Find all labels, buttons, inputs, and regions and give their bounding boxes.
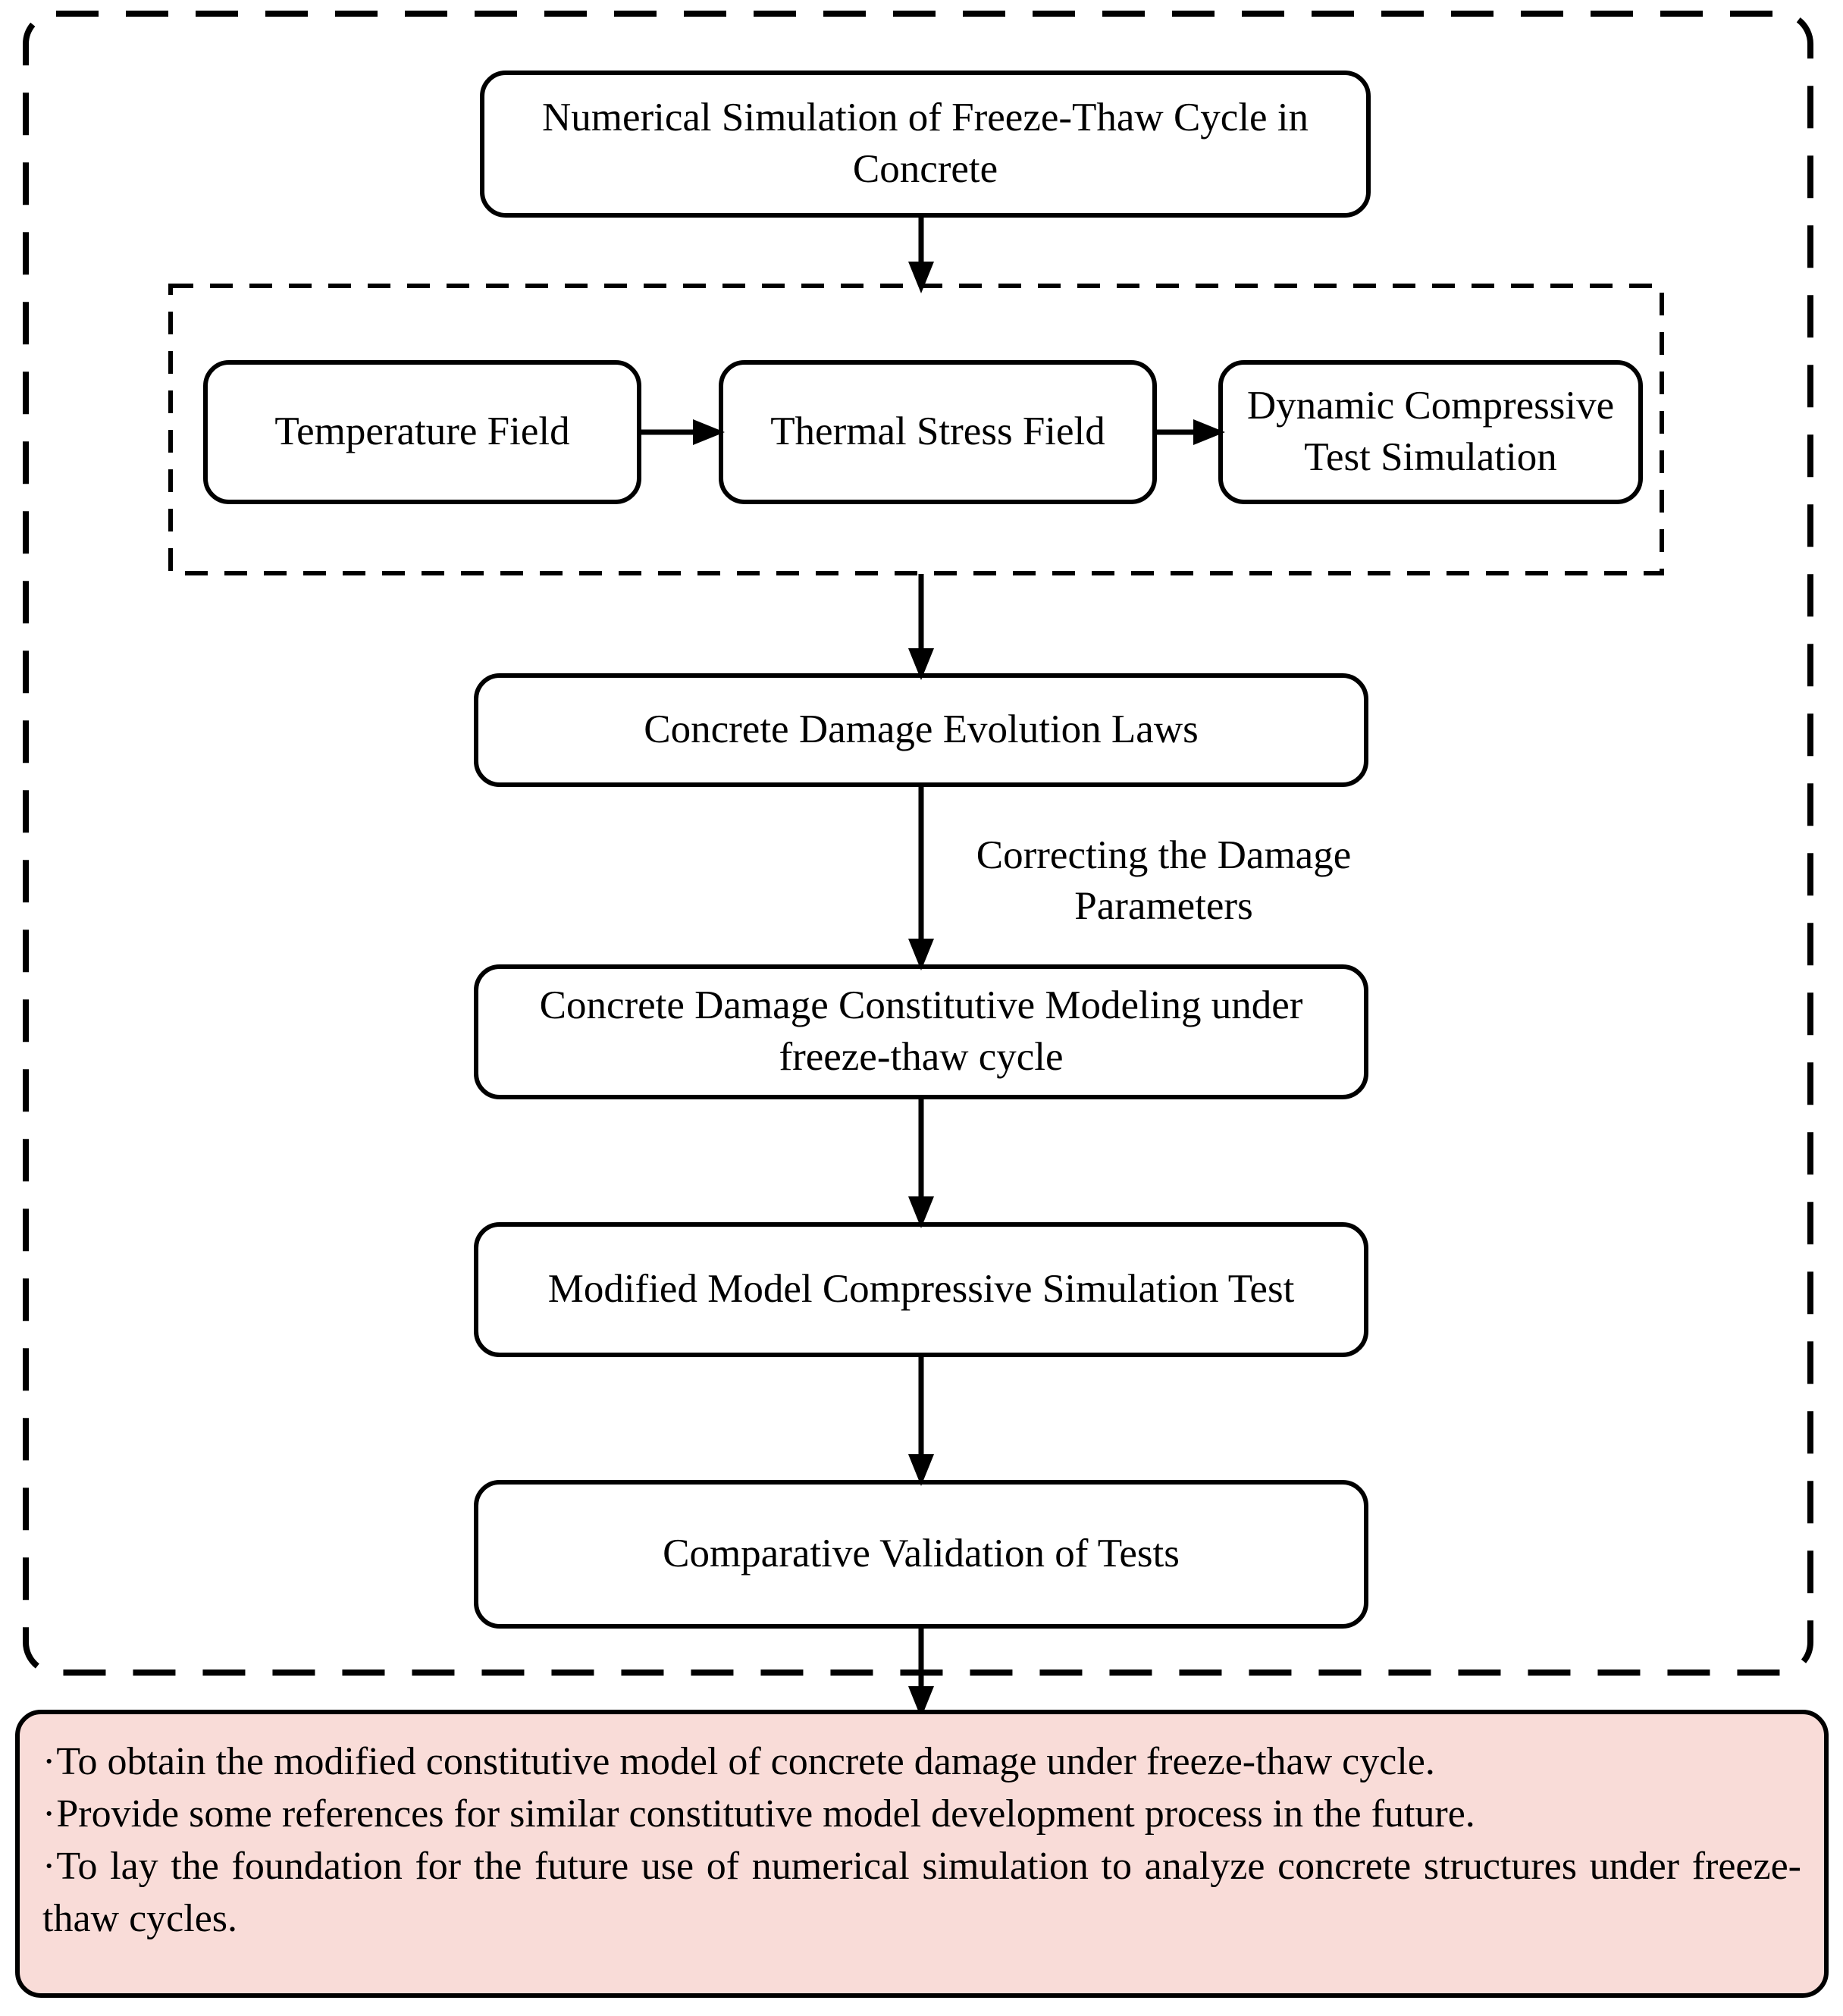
outcome-item-2: ·Provide some references for similar con… — [42, 1788, 1801, 1840]
outcomes-summary-box: ·To obtain the modified constitutive mod… — [15, 1710, 1829, 1998]
arrow-temperature-field-to-thermal-stress-field — [641, 409, 725, 455]
simulation-group-frame-svg — [168, 284, 1664, 575]
arrow-thermal-stress-field-to-dynamic-compressive-svg — [1157, 419, 1225, 445]
box-concrete-damage-constitutive-modeling[interactable]: Concrete Damage Constitutive Modeling un… — [474, 964, 1368, 1099]
outcome-item-3-text: To lay the foundation for the future use… — [42, 1845, 1801, 1941]
outcome-item-3: ·To lay the foundation for the future us… — [42, 1840, 1801, 1945]
box-thermal-stress-field-label: Thermal Stress Field — [770, 409, 1105, 454]
outcome-item-1: ·To obtain the modified constitutive mod… — [42, 1735, 1801, 1788]
bullet-icon-1: · — [42, 1740, 57, 1783]
arrow-title-to-simulation-group — [895, 218, 948, 293]
box-concrete-damage-constitutive-modeling-label: Concrete Damage Constitutive Modeling un… — [539, 983, 1303, 1079]
arrow-compressive-test-to-comparative-validation-svg — [908, 1357, 934, 1486]
arrow-comparative-validation-to-outcomes — [895, 1629, 948, 1718]
bullet-icon-3: · — [42, 1845, 57, 1889]
edge-label-correcting-damage-parameters: Correcting the Damage Parameters — [976, 833, 1352, 928]
arrow-thermal-stress-field-to-dynamic-compressive — [1157, 409, 1225, 455]
arrow-simulation-group-to-evolution-laws — [895, 574, 948, 680]
arrow-constitutive-modeling-to-compressive-test-svg — [908, 1099, 934, 1228]
box-comparative-validation-of-tests-label: Comparative Validation of Tests — [663, 1532, 1180, 1576]
arrow-title-to-simulation-group-svg — [908, 218, 934, 293]
box-temperature-field-label: Temperature Field — [274, 409, 570, 454]
arrow-constitutive-modeling-to-compressive-test — [895, 1099, 948, 1228]
box-dynamic-compressive-test-simulation[interactable]: Dynamic Compressive Test Simulation — [1218, 360, 1643, 504]
arrow-comparative-validation-to-outcomes-svg — [908, 1629, 934, 1718]
bullet-icon-2: · — [42, 1792, 57, 1836]
simulation-group-frame — [168, 284, 1664, 575]
outer-dashed-frame-svg — [23, 11, 1813, 1676]
arrow-compressive-test-to-comparative-validation — [895, 1357, 948, 1486]
arrow-simulation-group-to-evolution-laws-svg — [908, 574, 934, 680]
box-numerical-simulation-title-label: Numerical Simulation of Freeze-Thaw Cycl… — [541, 96, 1309, 191]
box-comparative-validation-of-tests[interactable]: Comparative Validation of Tests — [474, 1480, 1368, 1629]
arrow-evolution-laws-to-constitutive-modeling-svg — [908, 787, 934, 970]
box-concrete-damage-evolution-laws[interactable]: Concrete Damage Evolution Laws — [474, 673, 1368, 787]
box-numerical-simulation-title[interactable]: Numerical Simulation of Freeze-Thaw Cycl… — [480, 71, 1371, 218]
box-modified-model-compressive-simulation-test-label: Modified Model Compressive Simulation Te… — [547, 1267, 1295, 1312]
outcome-item-2-text: Provide some references for similar cons… — [56, 1792, 1475, 1836]
box-dynamic-compressive-test-simulation-label: Dynamic Compressive Test Simulation — [1246, 384, 1615, 479]
box-concrete-damage-evolution-laws-label: Concrete Damage Evolution Laws — [644, 707, 1199, 752]
arrow-evolution-laws-to-constitutive-modeling — [895, 787, 948, 970]
simulation-group-dashed-border — [168, 284, 1664, 575]
box-modified-model-compressive-simulation-test[interactable]: Modified Model Compressive Simulation Te… — [474, 1222, 1368, 1357]
box-temperature-field[interactable]: Temperature Field — [203, 360, 641, 504]
arrow-temperature-field-to-thermal-stress-field-svg — [641, 419, 725, 445]
box-thermal-stress-field[interactable]: Thermal Stress Field — [719, 360, 1157, 504]
outcome-item-1-text: To obtain the modified constitutive mode… — [56, 1740, 1435, 1783]
outer-dashed-border — [23, 11, 1813, 1676]
outer-dashed-frame — [23, 11, 1813, 1676]
